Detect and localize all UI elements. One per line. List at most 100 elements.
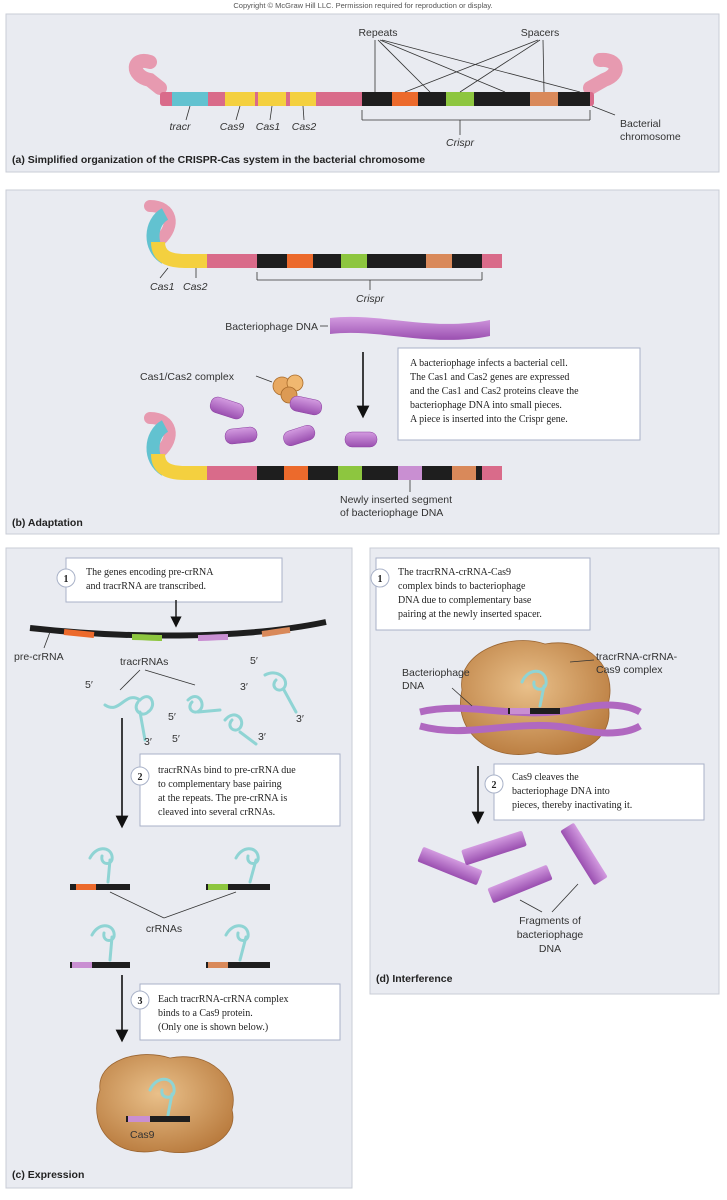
- spacers-label: Spacers: [521, 27, 560, 39]
- step2-d-line-3: pieces, thereby inactivating it.: [512, 800, 632, 811]
- five-prime-2: 5′: [250, 655, 258, 667]
- step2-num-c: 2: [138, 772, 143, 783]
- crrna-complexes: [70, 847, 270, 968]
- crispr-label-a: Crispr: [446, 137, 475, 149]
- cas2-gene: [290, 92, 316, 106]
- step1-num-d: 1: [378, 574, 383, 585]
- crrnas-label: crRNAs: [146, 923, 182, 935]
- chromosome-b-bottom: [144, 412, 502, 480]
- step1-d-line-4: pairing at the newly inserted spacer.: [398, 609, 542, 620]
- cas1-label: Cas1: [256, 121, 281, 133]
- step3-badge-c: [130, 990, 150, 1010]
- box-b-line-3: and the Cas1 and Cas2 proteins cleave th…: [410, 386, 579, 397]
- crrna-pointers: [109, 891, 237, 919]
- chromosome-b-top: [144, 200, 502, 268]
- phage-label-d-2: DNA: [402, 680, 424, 692]
- crispr-bracket-b: [159, 267, 483, 290]
- step2-c-line-4: cleaved into several crRNAs.: [158, 807, 275, 818]
- cas9-protein-d: [460, 640, 611, 755]
- pre-crrna-label: pre-crRNA: [14, 651, 64, 663]
- cas9-protein-c: [96, 1054, 234, 1153]
- box-b-line-1: A bacteriophage infects a bacterial cell…: [410, 358, 568, 369]
- cas2-label-b: Cas2: [183, 281, 208, 293]
- tracrrna-molecules: [103, 671, 298, 746]
- spacer-2: [446, 92, 474, 106]
- step1-c-line-1: The genes encoding pre-crRNA: [86, 567, 214, 578]
- phage-dna-strand-2: [419, 721, 642, 737]
- complex-label-d-2: Cas9 complex: [596, 664, 663, 676]
- three-prime-3: 3′: [258, 731, 266, 743]
- caption-c: (c) Expression: [12, 1169, 84, 1181]
- pre-crrna-strand: [29, 619, 327, 641]
- inserted-label-2: of bacteriophage DNA: [340, 507, 443, 519]
- step2-d-line-2: bacteriophage DNA into: [512, 786, 610, 797]
- cas2-label: Cas2: [292, 121, 317, 133]
- step1-box-c: [65, 557, 283, 603]
- step1-num-c: 1: [64, 574, 69, 585]
- repeats-label: Repeats: [358, 27, 397, 39]
- chromosome-a: [128, 52, 623, 106]
- step2-c-line-2: to complementary base pairing: [158, 779, 282, 790]
- gene-ticks-a: [185, 105, 305, 121]
- step2-box-d: [493, 763, 705, 821]
- step2-badge-d: [484, 774, 504, 794]
- crispr-label-b: Crispr: [356, 293, 385, 305]
- box-b-line-5: A piece is inserted into the Crispr gene…: [410, 414, 568, 425]
- copyright-text: Copyright © McGraw Hill LLC. Permission …: [233, 1, 492, 10]
- fragments-label-3: DNA: [539, 943, 561, 955]
- step1-d-line-2: complex binds to bacteriophage: [398, 581, 526, 592]
- box-b-line-2: The Cas1 and Cas2 genes are expressed: [410, 372, 569, 383]
- phage-label-d-1: Bacteriophage: [402, 667, 470, 679]
- cas9-gene: [225, 92, 255, 106]
- step2-num-d: 2: [492, 780, 497, 791]
- inserted-label-1: Newly inserted segment: [340, 494, 452, 506]
- cas1-label-b: Cas1: [150, 281, 175, 293]
- fragments-label-2: bacteriophage: [517, 929, 584, 941]
- step1-d-line-1: The tracrRNA-crRNA-Cas9: [398, 567, 511, 578]
- chromosome-label: chromosome: [620, 131, 681, 143]
- bacterial-label: Bacterial: [620, 118, 661, 130]
- step2-c-line-1: tracrRNAs bind to pre-crRNA due: [158, 765, 296, 776]
- step1-badge-d: [370, 568, 390, 588]
- phage-fragments-b: [209, 395, 378, 448]
- step2-box-c: [139, 753, 341, 827]
- tracr-label: tracr: [170, 121, 192, 133]
- spacer-1: [392, 92, 418, 106]
- three-prime-1: 3′: [144, 736, 152, 748]
- complex-label-d-1: tracrRNA-crRNA-: [596, 651, 678, 663]
- tracrrnas-label: tracrRNAs: [120, 656, 168, 668]
- caption-a: (a) Simplified organization of the CRISP…: [12, 154, 425, 166]
- cas9-label-c: Cas9: [130, 1129, 155, 1141]
- five-prime-1: 5′: [85, 679, 93, 691]
- fragments-label-1: Fragments of: [519, 915, 581, 927]
- step1-d-line-3: DNA due to complementary base: [398, 595, 532, 606]
- cas1-gene: [258, 92, 286, 106]
- spacer-3: [530, 92, 558, 106]
- three-prime-4: 3′: [296, 713, 304, 725]
- step1-c-line-2: and tracrRNA are transcribed.: [86, 581, 206, 592]
- phage-fragments-d: [417, 823, 607, 903]
- box-b-line-4: bacteriophage DNA into small pieces.: [410, 400, 562, 411]
- caption-b: (b) Adaptation: [12, 517, 83, 529]
- phage-dna-b: [330, 316, 490, 340]
- info-box-b: [397, 347, 641, 441]
- step1-badge-c: [56, 568, 76, 588]
- step1-box-d: [375, 557, 591, 631]
- complex-label: Cas1/Cas2 complex: [140, 371, 235, 383]
- five-prime-3: 5′: [168, 711, 176, 723]
- pointer-lines-a: [361, 39, 616, 135]
- fragment-pointers: [519, 883, 579, 913]
- inserted-spacer: [398, 466, 422, 480]
- caption-d: (d) Interference: [376, 973, 453, 985]
- step2-c-line-3: at the repeats. The pre-crRNA is: [158, 793, 287, 804]
- step3-num-c: 3: [138, 996, 143, 1007]
- tracr-gene: [172, 92, 208, 106]
- step3-c-line-3: (Only one is shown below.): [158, 1022, 268, 1033]
- three-prime-2: 3′: [240, 681, 248, 693]
- step2-d-line-1: Cas9 cleaves the: [512, 772, 579, 783]
- cas9-label: Cas9: [220, 121, 245, 133]
- step2-badge-c: [130, 766, 150, 786]
- phage-dna-label: Bacteriophage DNA: [225, 321, 318, 333]
- step3-c-line-2: binds to a Cas9 protein.: [158, 1008, 253, 1019]
